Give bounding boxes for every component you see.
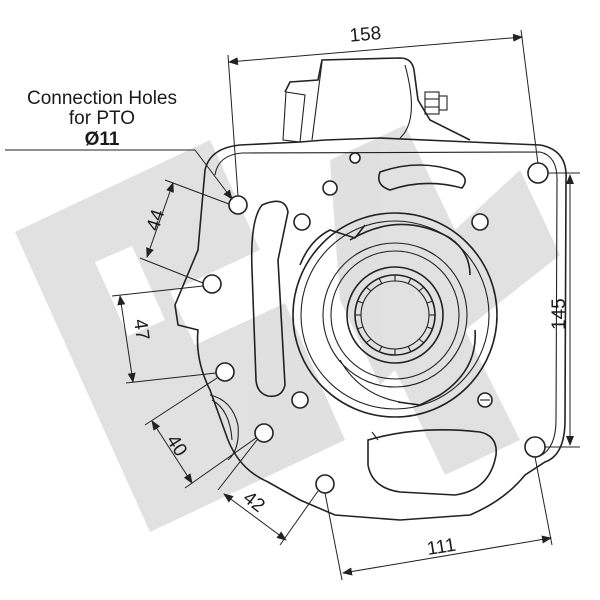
callout-connection-holes: Connection Holes for PTO Ø11 (5, 88, 233, 200)
callout-line-1: Connection Holes (27, 88, 177, 109)
dimension-47: 47 (111, 285, 217, 384)
dimension-145: 145 (545, 172, 580, 448)
mounting-hole-top-right (527, 162, 549, 184)
dimension-42-text: 42 (239, 487, 269, 517)
bolt-hole (349, 152, 361, 164)
dimension-47-text: 47 (129, 318, 153, 342)
bolt-hole (293, 213, 311, 231)
top-cap (282, 57, 471, 143)
housing-outline (174, 137, 567, 521)
connection-hole-5 (315, 474, 335, 494)
connection-hole-4 (254, 423, 274, 443)
dimension-111-text: 111 (425, 535, 457, 560)
bolt-hole (471, 213, 489, 231)
connection-hole-2 (202, 274, 222, 294)
left-slot (250, 200, 289, 398)
bottom-kidney-slot (367, 429, 497, 496)
small-bolt-holes (291, 152, 493, 409)
connection-hole-3 (215, 362, 235, 382)
mounting-hole-bottom-right (524, 436, 546, 458)
connection-holes (202, 195, 335, 494)
dimension-158: 158 (227, 23, 539, 197)
spline-hub (346, 266, 444, 364)
watermark-logo (15, 125, 560, 532)
bolt-hole (291, 391, 309, 409)
callout-line-3: Ø11 (85, 129, 120, 150)
top-arc-slot (377, 164, 466, 191)
central-flange (292, 212, 498, 418)
dimension-111: 111 (324, 456, 553, 581)
callout-line-2: for PTO (69, 108, 135, 129)
dimension-145-text: 145 (549, 298, 570, 330)
dimension-158-text: 158 (349, 23, 382, 47)
bolt-hole (322, 180, 338, 196)
